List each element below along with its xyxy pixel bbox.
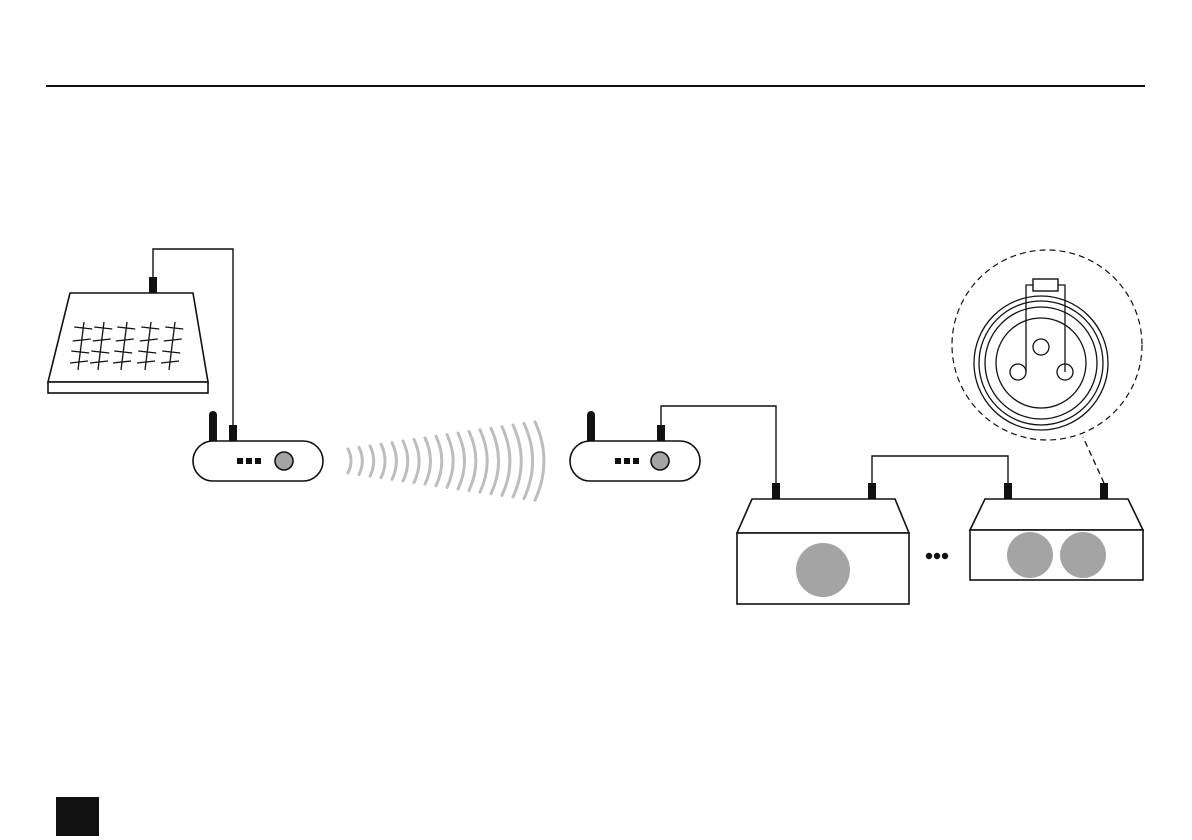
fixture-last-body (970, 530, 1143, 580)
xlr-plug-face (996, 318, 1086, 408)
fixture-1 (737, 483, 909, 604)
receiver-knob (651, 452, 669, 470)
console-dmx-port (149, 277, 157, 293)
radio-wave-arc (392, 443, 396, 480)
terminator-detail (952, 250, 1142, 440)
receiver-dmx-port (657, 425, 665, 441)
radio-wave-arc (469, 431, 476, 490)
fixture-last-dmx-out (1100, 483, 1108, 499)
wireless-receiver (570, 411, 700, 481)
radio-wave-arc (425, 438, 430, 484)
terminator-callout-leader (1083, 437, 1104, 483)
radio-wave-arc (414, 439, 419, 482)
receiver-led-2 (624, 458, 630, 464)
radio-wave-arc (381, 444, 385, 478)
radio-wave-arc (436, 436, 442, 486)
radio-wave-arc (370, 446, 374, 476)
radio-wave-arc (403, 441, 408, 481)
fixture-last-dmx-in (1004, 483, 1012, 499)
fixture-last-lens-right (1060, 532, 1106, 578)
fixture-1-lens (796, 543, 850, 597)
fixture-last-lens-left (1007, 532, 1053, 578)
receiver-led-3 (633, 458, 639, 464)
transmitter-led-3 (255, 458, 261, 464)
transmitter-knob (275, 452, 293, 470)
radio-wave-arc (502, 427, 510, 496)
radio-waves (348, 422, 544, 500)
fixture-last-top (970, 499, 1143, 530)
transmitter-led-1 (237, 458, 243, 464)
receiver-led-1 (615, 458, 621, 464)
transmitter-led-2 (246, 458, 252, 464)
fixture-last (970, 483, 1143, 580)
fixture-1-dmx-out (868, 483, 876, 499)
fixture-1-top (737, 499, 909, 533)
console-top-surface (48, 293, 208, 382)
radio-wave-arc (348, 449, 351, 473)
wireless-transmitter (193, 411, 323, 481)
controller-console (48, 277, 208, 393)
radio-wave-arc (524, 423, 533, 498)
continuation-ellipsis (926, 553, 948, 559)
radio-wave-arc (535, 422, 544, 500)
console-base (48, 382, 208, 393)
radio-wave-arc (447, 435, 453, 488)
fixture-1-dmx-in (772, 483, 780, 499)
page-number-badge (56, 797, 99, 836)
xlr-pin-2 (1010, 364, 1026, 380)
cable-fixture-1-to-fixture-last (872, 456, 1008, 483)
radio-wave-arc (491, 428, 499, 494)
xlr-pin-1 (1033, 339, 1049, 355)
transmitter-dmx-port (229, 425, 237, 441)
radio-wave-arc (359, 447, 362, 474)
radio-wave-arc (480, 430, 487, 492)
terminator-resistor (1033, 279, 1058, 291)
radio-wave-arc (513, 425, 521, 497)
radio-wave-arc (458, 433, 465, 489)
